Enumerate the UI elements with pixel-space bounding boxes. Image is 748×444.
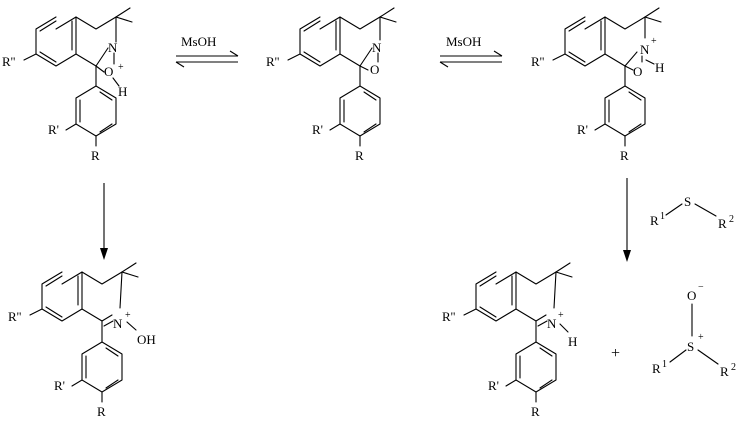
n-protonated-oxaziridine-right: R'' N + O H R' R	[531, 7, 664, 163]
plus-sign: +	[611, 345, 620, 362]
substituent-r: R	[91, 148, 100, 163]
charge-plus: +	[125, 310, 131, 321]
atom-n: N	[640, 42, 650, 57]
equilibrium-arrow-1: MsOH	[175, 34, 239, 68]
atom-h: H	[568, 334, 577, 349]
arrow-down-left	[100, 183, 108, 260]
equilibrium-arrow-2: MsOH	[439, 34, 503, 68]
atom-s: S	[684, 194, 691, 209]
sulfoxide-product: O − S + R 1 R 2	[652, 282, 736, 379]
substituent-r-prime: R'	[48, 122, 59, 137]
substituent-r-double-prime: R''	[8, 309, 21, 324]
atom-n: N	[113, 316, 123, 331]
reagent-label-2: MsOH	[446, 34, 481, 49]
iminium-product: R'' N + H R' R	[442, 262, 577, 419]
substituent-r: R	[97, 404, 106, 419]
charge-plus: +	[651, 36, 657, 47]
oxaziridine-center: R'' N O R' R	[266, 7, 397, 163]
substituent-r-prime: R'	[54, 378, 65, 393]
substituent-r-double-prime: R''	[2, 54, 15, 69]
atom-n: N	[547, 316, 557, 331]
substituent-r-double-prime: R''	[266, 54, 279, 69]
atom-s: S	[687, 339, 694, 354]
r2-superscript: 2	[731, 362, 736, 373]
o-charge-minus: −	[698, 282, 704, 293]
r1-label: R	[650, 213, 659, 228]
atom-h: H	[118, 84, 127, 99]
sulfide-reagent: R 1 S R 2	[650, 194, 734, 231]
nitrone-product: R'' N + OH R' R	[8, 262, 156, 419]
charge-plus: +	[118, 62, 124, 73]
atom-h: H	[655, 60, 664, 75]
r1-superscript: 1	[662, 359, 667, 370]
r2-label: R	[718, 216, 727, 231]
atom-o: O	[370, 62, 379, 77]
substituent-r-prime: R'	[577, 122, 588, 137]
substituent-r-double-prime: R''	[442, 309, 455, 324]
atom-o: O	[104, 64, 113, 79]
substituent-r-prime: R'	[312, 122, 323, 137]
substituent-r: R	[531, 404, 540, 419]
reagent-label-1: MsOH	[181, 34, 216, 49]
substituent-r-double-prime: R''	[531, 54, 544, 69]
r2-superscript: 2	[729, 214, 734, 225]
r1-superscript: 1	[660, 211, 665, 222]
atom-n: N	[108, 40, 118, 55]
protonated-oxaziridine-left: R'' N O + H R' R	[2, 7, 133, 163]
arrow-down-right	[623, 178, 631, 262]
s-charge-plus: +	[698, 332, 704, 343]
atom-o: O	[687, 288, 696, 303]
substituent-r: R	[620, 148, 629, 163]
group-oh: OH	[137, 332, 156, 347]
substituent-r: R	[355, 148, 364, 163]
r2-label: R	[720, 364, 729, 379]
atom-o: O	[633, 64, 642, 79]
substituent-r-prime: R'	[488, 378, 499, 393]
atom-n: N	[372, 40, 382, 55]
r1-label: R	[652, 361, 661, 376]
charge-plus: +	[558, 310, 564, 321]
